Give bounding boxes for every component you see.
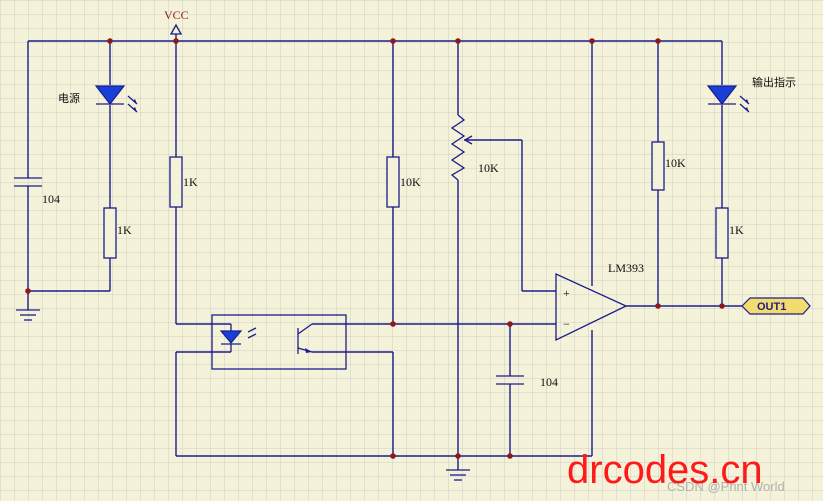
comparator-name: LM393 [608,261,644,275]
indicator-led: 输出指示 [706,75,796,113]
resistor-ir-led: 1K [169,156,198,208]
output-port: OUT1 [741,297,811,315]
capacitor-c1: 104 [14,177,60,206]
resistor-power-led: 1K [103,207,132,259]
comparator-lm393: + − LM393 [555,261,644,342]
resistor-pullup-out: 10K [651,141,686,191]
resistor-indicator-value: 1K [729,223,744,237]
resistor-pullup-mid: 10K [386,156,421,208]
ground-symbol-left [16,309,40,321]
csdn-watermark: CSDN @Print World [667,479,785,494]
resistor-power-led-value: 1K [117,223,132,237]
junction-dots [25,38,725,459]
power-led-label: 电源 [58,91,80,105]
potentiometer-value: 10K [478,161,499,175]
potentiometer: 10K [450,114,499,181]
site-watermark: drcodes.cn [567,448,763,492]
resistor-indicator: 1K [715,207,744,259]
power-led: 电源 [58,85,138,113]
output-port-label: OUT1 [757,301,786,313]
capacitor-c1-value: 104 [42,192,60,206]
resistor-pullup-out-value: 10K [665,156,686,170]
capacitor-c2: 104 [496,375,558,389]
ground-symbol-bottom [446,469,470,481]
resistor-ir-led-value: 1K [183,175,198,189]
ir-optocoupler [211,314,347,370]
indicator-led-label: 输出指示 [752,75,796,89]
capacitor-c2-value: 104 [540,375,558,389]
comparator-plus-sign: + [563,286,570,300]
comparator-minus-sign: − [563,317,570,331]
vcc-label: VCC [164,8,189,22]
resistor-pullup-mid-value: 10K [400,175,421,189]
